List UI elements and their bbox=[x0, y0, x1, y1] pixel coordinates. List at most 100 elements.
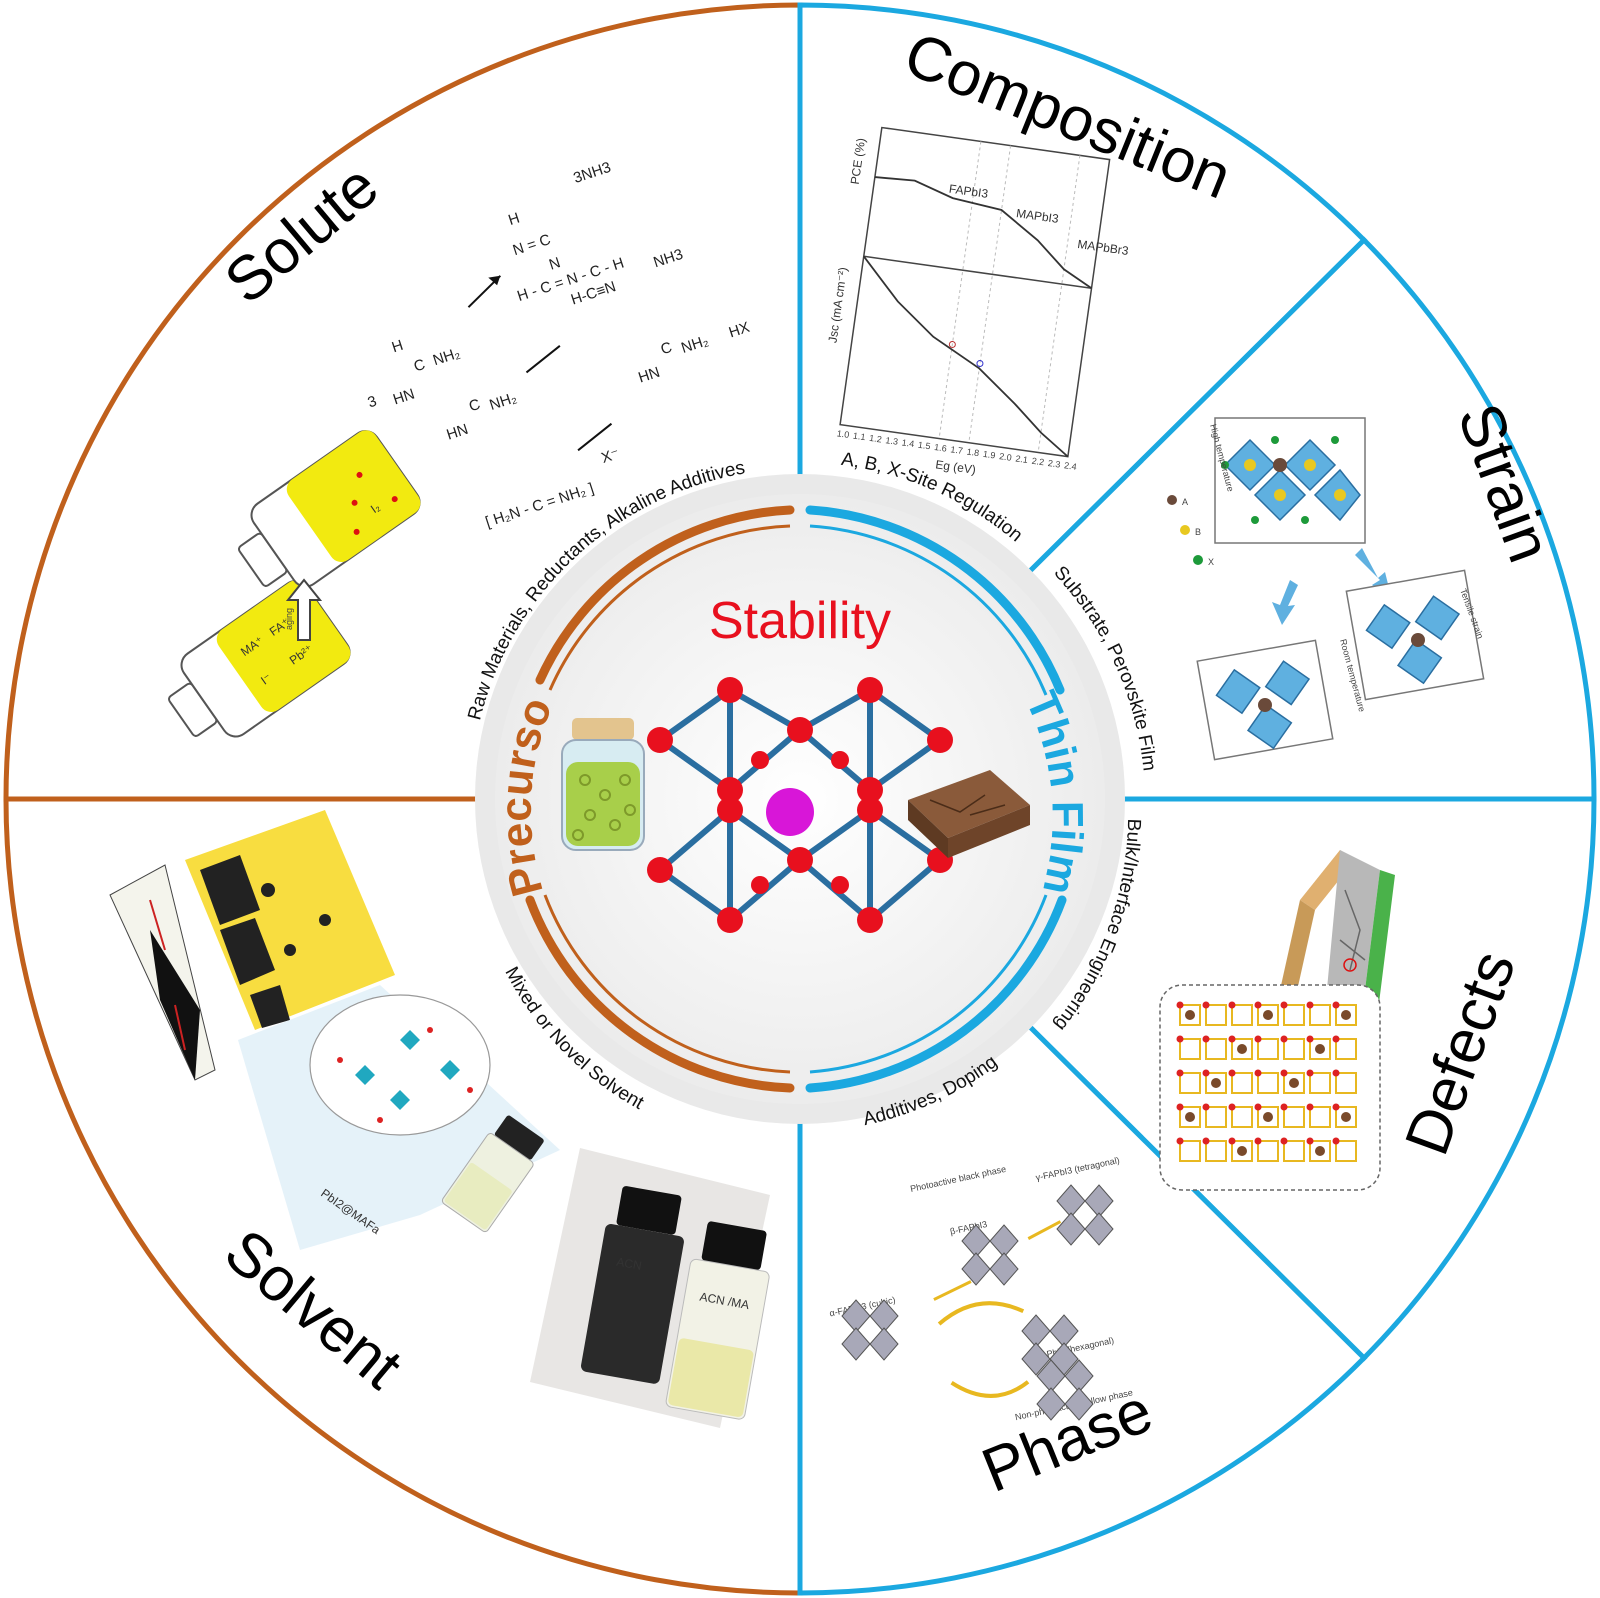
thinfilm-arc-bottom-thin bbox=[809, 894, 1048, 1074]
lattice-cell bbox=[1309, 1004, 1331, 1026]
lattice-atom bbox=[1280, 1035, 1288, 1043]
lattice-cation bbox=[1315, 1146, 1325, 1156]
lattice-cell bbox=[1335, 1106, 1357, 1128]
comp-material-2: MAPbI3 bbox=[1015, 206, 1060, 226]
thin-film-block-icon bbox=[908, 770, 1030, 858]
lattice-atom bbox=[1254, 1035, 1262, 1043]
lattice-atom bbox=[1228, 1069, 1236, 1077]
comp-x-tick: 1.7 bbox=[950, 444, 964, 456]
comp-x-label: Eg (eV) bbox=[935, 457, 977, 477]
lattice-cell bbox=[1283, 1140, 1305, 1162]
strain-panel: A B X High temperature Tensile strain Ro… bbox=[1167, 417, 1485, 761]
lattice-cation bbox=[1263, 1010, 1273, 1020]
lattice-atom bbox=[1254, 1103, 1262, 1111]
lattice-cell bbox=[1205, 1038, 1227, 1060]
svg-text:HN: HN bbox=[391, 386, 417, 409]
lattice-cell bbox=[1205, 1004, 1227, 1026]
lattice-atom bbox=[1332, 1001, 1340, 1009]
thinfilm-arc-bottom bbox=[805, 895, 1067, 1093]
comp-y1-label: PCE (%) bbox=[848, 137, 868, 185]
solvent-vial-acn: ACN bbox=[615, 1255, 642, 1273]
lattice-cell bbox=[1309, 1140, 1331, 1162]
svg-text:H: H bbox=[506, 210, 522, 230]
lattice-atom bbox=[1228, 1035, 1236, 1043]
lattice-atom bbox=[1306, 1001, 1314, 1009]
lattice-atom bbox=[1306, 1103, 1314, 1111]
lattice-cell bbox=[1335, 1004, 1357, 1026]
lattice-cell bbox=[1283, 1038, 1305, 1060]
lattice-cell bbox=[1205, 1140, 1227, 1162]
comp-x-tick: 1.4 bbox=[901, 437, 915, 449]
lattice-atom bbox=[1280, 1103, 1288, 1111]
octahedron bbox=[1084, 1212, 1114, 1246]
comp-x-tick: 2.1 bbox=[1015, 453, 1029, 465]
lattice-cell bbox=[1309, 1038, 1331, 1060]
lattice-cation bbox=[1185, 1010, 1195, 1020]
lattice-atom bbox=[1202, 1103, 1210, 1111]
lattice-cell bbox=[1179, 1072, 1201, 1094]
comp-x-tick: 2.3 bbox=[1047, 458, 1061, 470]
svg-text:C: C bbox=[467, 396, 483, 416]
solvent-panel: PbI2@MAFa ACN ACN /MA bbox=[109, 810, 770, 1428]
reaction-halide: X⁻ bbox=[599, 445, 621, 467]
lattice-atom bbox=[1202, 1001, 1210, 1009]
defects-panel bbox=[1159, 850, 1395, 1191]
lattice-atom bbox=[1280, 1001, 1288, 1009]
comp-x-tick: 2.4 bbox=[1064, 460, 1078, 472]
lattice-cell bbox=[1257, 1140, 1279, 1162]
precursor-arc-top bbox=[535, 505, 795, 685]
comp-x-tick: 1.2 bbox=[869, 433, 883, 445]
lattice-cell bbox=[1231, 1004, 1253, 1026]
lattice-atom bbox=[1202, 1069, 1210, 1077]
thinfilm-arc-top-thin bbox=[809, 524, 1048, 696]
solute-vials: MA⁺ FA⁺ I⁻ Pb²⁺ I₂ aging bbox=[168, 430, 421, 738]
lattice-cation bbox=[1289, 1078, 1299, 1088]
lattice-atom bbox=[1228, 1103, 1236, 1111]
svg-text:N: N bbox=[547, 254, 563, 274]
octahedron bbox=[989, 1252, 1019, 1286]
strain-legend-x: X bbox=[1208, 557, 1214, 567]
comp-material-1: FAPbI3 bbox=[948, 182, 989, 201]
lattice-atom bbox=[1280, 1069, 1288, 1077]
octahedron bbox=[1056, 1212, 1086, 1246]
comp-x-tick: 1.9 bbox=[982, 449, 996, 461]
lattice-atom bbox=[1176, 1069, 1184, 1077]
octahedron bbox=[961, 1252, 991, 1286]
comp-x-tick: 2.0 bbox=[999, 451, 1013, 463]
lattice-cell bbox=[1257, 1038, 1279, 1060]
lattice-cell bbox=[1257, 1106, 1279, 1128]
comp-x-tick: 1.0 bbox=[836, 428, 850, 440]
lattice-cell bbox=[1257, 1004, 1279, 1026]
lattice-cell bbox=[1283, 1072, 1305, 1094]
lattice-atom bbox=[1202, 1137, 1210, 1145]
lattice-cell bbox=[1179, 1038, 1201, 1060]
lattice-cell bbox=[1335, 1072, 1357, 1094]
precursor-arc-top-thin bbox=[548, 524, 791, 691]
lattice-atom bbox=[1228, 1137, 1236, 1145]
reaction-product-4: HX bbox=[727, 319, 752, 342]
octahedron bbox=[841, 1327, 871, 1361]
comp-x-tick: 2.2 bbox=[1031, 456, 1045, 468]
comp-x-tick: 1.8 bbox=[966, 447, 980, 459]
octahedron bbox=[1036, 1387, 1066, 1421]
lattice-cation bbox=[1341, 1112, 1351, 1122]
svg-text:C: C bbox=[659, 339, 675, 359]
lattice-cell bbox=[1231, 1072, 1253, 1094]
lattice-cell bbox=[1283, 1106, 1305, 1128]
svg-text:HN: HN bbox=[444, 421, 470, 444]
precursor-arc-bottom-thin bbox=[543, 894, 791, 1074]
comp-x-tick: 1.5 bbox=[917, 440, 931, 452]
lattice-atom bbox=[1280, 1137, 1288, 1145]
lattice-atom bbox=[1228, 1001, 1236, 1009]
comp-x-tick: 1.6 bbox=[934, 442, 948, 454]
svg-text:H: H bbox=[390, 337, 406, 357]
lattice-atom bbox=[1254, 1069, 1262, 1077]
composition-panel: FAPbI3 MAPbI3 MAPbBr3 PCE (%) Jsc (mA cm… bbox=[825, 126, 1130, 477]
precursor-jar-icon bbox=[561, 718, 645, 851]
defect-lattice bbox=[1176, 1001, 1357, 1162]
strain-legend-a: A bbox=[1182, 497, 1188, 507]
lattice-cell bbox=[1179, 1106, 1201, 1128]
lattice-cell bbox=[1205, 1106, 1227, 1128]
